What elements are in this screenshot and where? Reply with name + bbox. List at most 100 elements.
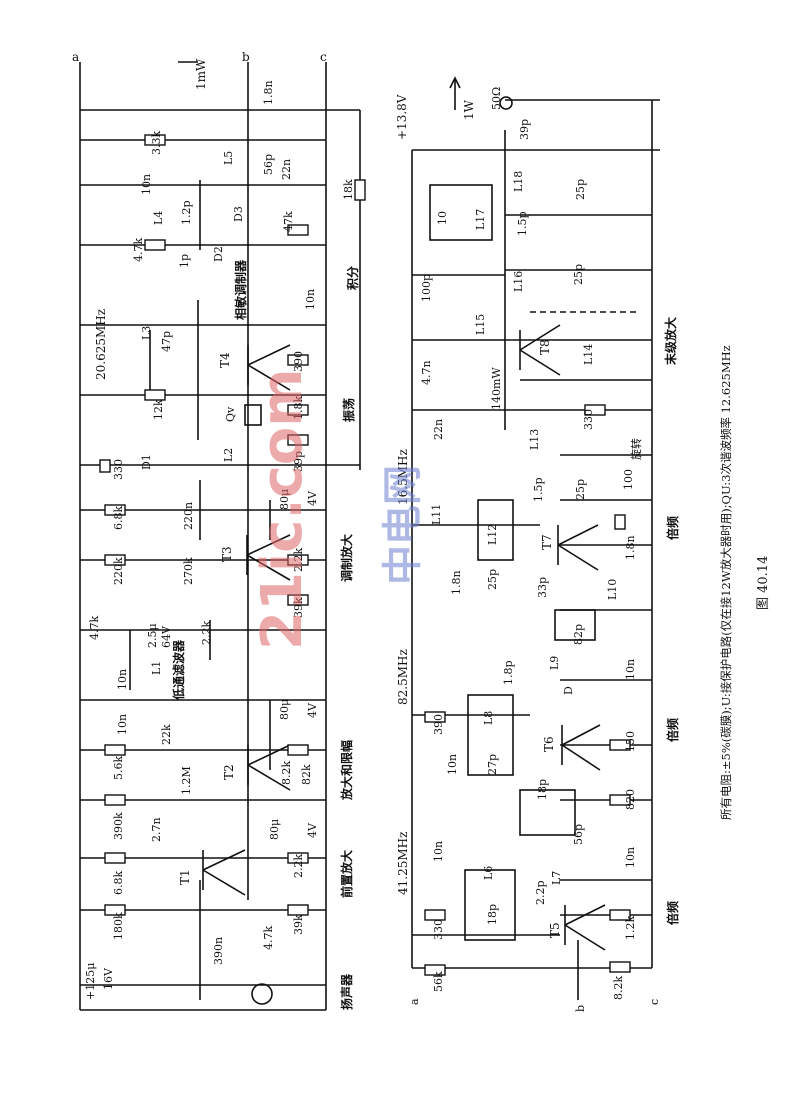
output-power-1w: 1W: [462, 100, 476, 120]
inductor-label-l16: L16: [512, 270, 525, 292]
capacitor-label-25p-d: 25p: [572, 263, 585, 285]
resistor-label-180k: 180k: [112, 912, 125, 940]
resistor-label-6-8k-b: 6.8k: [112, 505, 125, 530]
freq-label-41-25mhz: 41.25MHz: [396, 831, 410, 895]
freq-label-82-5mhz: 82.5MHz: [396, 649, 410, 705]
capacitor-label-10n-lp-b: 10n: [116, 713, 129, 735]
capacitor-label-10n-d: 10n: [624, 658, 637, 680]
inductor-label-l10: L10: [606, 578, 619, 600]
inductor-label-l12: L12: [486, 523, 499, 545]
resistor-label-47k: 47k: [282, 211, 295, 232]
capacitor-label-2-2p: 2.2p: [534, 880, 547, 905]
voltage-label-4v-b: 4V: [306, 703, 319, 718]
stage-label-amp-limit: 放大和限幅: [340, 739, 354, 800]
node-label-a-top: a: [72, 50, 80, 64]
resistor-label-2-2k-b: 2.2k: [292, 853, 305, 878]
capacitor-label-10n-b: 10n: [624, 846, 637, 868]
inductor-label-l15: L15: [474, 313, 487, 335]
resistor-label-820: 820: [624, 789, 637, 810]
capacitor-label-10n-upper: 10n: [140, 173, 153, 195]
diode-label-d: D: [562, 686, 575, 695]
resistor-label-390k: 390k: [112, 812, 125, 840]
capacitor-label-1-8p: 1.8p: [502, 660, 515, 685]
capacitor-label-100p: 100p: [420, 273, 433, 302]
resistor-label-10-lower: 10: [436, 211, 449, 225]
resistor-label-56k: 56k: [432, 971, 445, 992]
inductor-label-l14: L14: [582, 343, 595, 365]
transistor-label-t6: T6: [542, 736, 556, 752]
capacitor-label-390n: 390n: [212, 936, 225, 965]
output-power-1mw: 1mW: [194, 58, 208, 90]
inductor-label-l1: L1: [150, 660, 163, 675]
resistor-label-390-lower: 390: [432, 714, 445, 735]
capacitor-label-1-8n: 1.8n: [262, 80, 275, 105]
stage-label-final-amp: 末级放大: [664, 316, 678, 365]
resistor-label-330-b: 330: [582, 409, 595, 430]
transistor-label-t2: T2: [222, 764, 236, 780]
inductor-label-l8: L8: [482, 710, 495, 725]
node-label-c-top: c: [320, 50, 327, 64]
capacitor-label-22n: 22n: [280, 158, 293, 180]
capacitor-label-10n-a: 10n: [432, 840, 445, 862]
resistor-label-6-8k: 6.8k: [112, 870, 125, 895]
resistor-label-22k: 22k: [160, 724, 173, 745]
capacitor-label-25p-b: 25p: [574, 478, 587, 500]
stage-label-phase-mod: 相敏调制器: [234, 259, 248, 320]
freq-note-12-625mhz: 所有电阻:±5%(碳膜);U:接保护电路(仅在接12W放大器时用);QU:3次谐…: [719, 345, 733, 820]
resistor-label-100: 100: [622, 469, 635, 490]
inductor-label-l4: L4: [152, 210, 165, 225]
capacitor-label-10n-c: 10n: [446, 753, 459, 775]
inductor-label-l6: L6: [482, 865, 495, 880]
watermark-top: 中电网: [380, 465, 426, 585]
resistor-label-5-6k: 5.6k: [112, 755, 125, 780]
voltage-label-4v-a: 4V: [306, 823, 319, 838]
capacitor-label-47p: 47p: [160, 330, 173, 352]
resistor-label-4-7k-a: 4.7k: [88, 615, 101, 640]
resistor-label-1-2k: 1.2k: [624, 915, 637, 940]
capacitor-label-220n: 220n: [182, 501, 195, 530]
resistor-label-3-3k: 3.3k: [150, 130, 163, 155]
diode-label-d3: D3: [232, 206, 245, 222]
node-label-b-bottom: b: [574, 1004, 587, 1012]
resistor-label-82k: 82k: [300, 764, 313, 785]
supply-label-16v: 16V: [102, 968, 115, 990]
inductor-label-l2: L2: [222, 447, 235, 462]
capacitor-label-56p-lower: 56p: [572, 823, 585, 845]
capacitor-label-1-8n-b: 1.8n: [624, 535, 637, 560]
transistor-label-t7: T7: [540, 534, 554, 550]
node-label-a-bottom: a: [408, 998, 421, 1005]
capacitor-label-1p: 1p: [178, 253, 191, 268]
node-label-b-top: b: [242, 50, 250, 64]
capacitor-label-1-8n-lower: 1.8n: [450, 570, 463, 595]
stage-label-rotate: 旋转: [630, 438, 643, 460]
resistor-label-8-2k-lower: 8.2k: [612, 975, 625, 1000]
capacitor-label-18p-a: 18p: [486, 903, 499, 925]
resistor-label-330-lower: 330: [432, 919, 445, 940]
diode-label-d2: D2: [212, 246, 225, 262]
inductor-label-l13: L13: [528, 428, 541, 450]
capacitor-label-27p: 27p: [486, 753, 499, 775]
resistor-label-4-7k-pot: 4.7k: [262, 925, 275, 950]
stage-label-lowpass: 低通滤波器: [172, 639, 186, 700]
stage-label-mod-amp: 调制放大: [340, 533, 354, 582]
resistor-label-18k: 18k: [342, 179, 355, 200]
inductor-label-l5: L5: [222, 150, 235, 165]
stage-label-oscillator: 振荡: [342, 397, 356, 422]
stage-label-integrate: 积分: [346, 265, 360, 290]
freq-label-20-625mhz: 20.625MHz: [94, 308, 108, 380]
stage-label-mult-t5: 倍频: [666, 900, 680, 925]
transistor-label-t3: T3: [220, 546, 234, 562]
power-label-140mw: 140mW: [490, 367, 503, 410]
node-label-c-bottom: c: [648, 998, 661, 1005]
capacitor-label-1-5p-b: 1.5p: [516, 211, 529, 236]
resistor-label-150: 150: [624, 731, 637, 752]
capacitor-label-18p-b: 18p: [536, 778, 549, 800]
capacitor-label-1-5p-a: 1.5p: [532, 477, 545, 502]
capacitor-label-33p: 33p: [536, 576, 549, 598]
capacitor-label-22n-lower: 22n: [432, 418, 445, 440]
capacitor-label-56p: 56p: [262, 153, 275, 175]
resistor-label-4-7k-b: 4.7k: [132, 237, 145, 262]
figure-number: 图 40.14: [756, 555, 771, 610]
resistor-label-12k: 12k: [152, 399, 165, 420]
